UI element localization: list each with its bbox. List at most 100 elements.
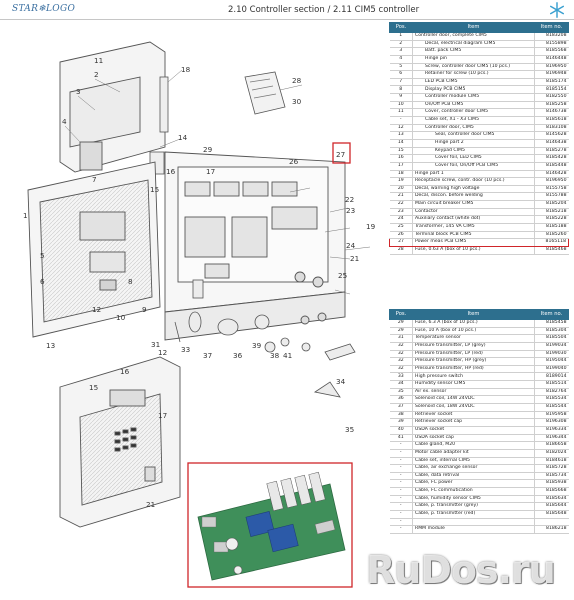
callout-label: 8 bbox=[128, 277, 133, 286]
cell-pos: 27 bbox=[389, 238, 413, 247]
cell-pos: 35 bbox=[389, 388, 413, 397]
cell-item: Cable, FC commutication bbox=[412, 487, 535, 496]
callout-label: 15 bbox=[150, 185, 159, 194]
cell-item: Transformer, 145 VA CIM5 bbox=[412, 223, 535, 232]
table-row: -Cable, p. transmitter (grey)8185644 bbox=[389, 502, 569, 511]
cell-item: Controller door, CIM5 bbox=[412, 124, 535, 133]
table-row: - bbox=[389, 518, 569, 527]
cell-item-no: 8182024 bbox=[534, 449, 569, 458]
column-header-pos: Pos. bbox=[389, 309, 413, 320]
leader-lines bbox=[64, 69, 371, 295]
cell-item-no: 8185448 bbox=[534, 162, 569, 171]
cell-item-no: 8146428 bbox=[534, 170, 569, 179]
cell-item bbox=[412, 518, 535, 527]
cell-pos: - bbox=[389, 518, 413, 527]
cell-item: Cable, p. transmitter (red) bbox=[412, 510, 535, 519]
door-keypad-drawing bbox=[59, 356, 181, 528]
column-header-item: Item bbox=[412, 309, 535, 320]
cell-item: Batt. pack CIM5 bbox=[412, 47, 535, 56]
cell-pos: - bbox=[389, 457, 413, 466]
watermark-text: RuDos.ru bbox=[366, 548, 556, 592]
cell-pos: 17 bbox=[389, 162, 413, 171]
cell-pos: 4 bbox=[389, 55, 413, 64]
cell-item-no: 8185278 bbox=[534, 147, 569, 156]
cell-pos: 12 bbox=[389, 124, 413, 133]
cell-item-no: 8186218 bbox=[534, 525, 569, 534]
cell-item-no: 8146738 bbox=[534, 108, 569, 118]
cell-item-no: 8155758 bbox=[534, 185, 569, 194]
cell-pos: 21 bbox=[389, 192, 413, 202]
cell-item-no: 8196308 bbox=[534, 418, 569, 427]
cell-item: Solenoid coil, 14W 24VDC bbox=[412, 395, 535, 405]
cell-item: Cable, humidity sensor CIM5 bbox=[412, 495, 535, 504]
cell-item: Seal, controller door CIM5 bbox=[412, 131, 535, 140]
cell-pos: 34 bbox=[389, 380, 413, 389]
cell-item: On/Off PCB CIM5 bbox=[412, 101, 535, 110]
cell-item: Contactor bbox=[412, 208, 535, 217]
callout-label: 25 bbox=[338, 271, 347, 280]
cell-pos: - bbox=[389, 495, 413, 504]
callout-label: 6 bbox=[40, 277, 45, 286]
callout-label: 12 bbox=[158, 348, 167, 357]
cell-item: Air ex. sensor bbox=[412, 388, 535, 397]
table-header-row: Pos. Item Item no. bbox=[389, 309, 569, 320]
cell-item-no: 8186658 bbox=[534, 441, 569, 450]
cell-pos: 9 bbox=[389, 93, 413, 102]
cell-item: Retriever socket bbox=[412, 411, 535, 420]
cell-item: Solenoid coil, 18W 24VDC bbox=[412, 403, 535, 412]
callout-label: 16 bbox=[120, 367, 130, 376]
cell-item: Fuse, 6.3 A (box of 10 pcs.) bbox=[412, 319, 535, 328]
cell-pos: 32 bbox=[389, 365, 413, 374]
cell-item: Controller module CIM5 bbox=[412, 93, 535, 102]
cell-pos: - bbox=[389, 464, 413, 473]
cell-pos: 5 bbox=[389, 63, 413, 72]
cell-item-no: 8183208 bbox=[534, 32, 569, 41]
cell-item-no: 8185228 bbox=[534, 215, 569, 224]
cell-item-no: 8185644 bbox=[534, 502, 569, 511]
callout-label: 15 bbox=[89, 383, 98, 392]
cell-item: Retainer for screw (10 pcs.) bbox=[412, 70, 535, 79]
cell-item: Terminal block PCB CIM5 bbox=[412, 231, 535, 240]
cell-pos: - bbox=[389, 487, 413, 496]
cell-item: Display PCB CIM5 bbox=[412, 85, 535, 95]
cell-item-no: 8199040 bbox=[534, 365, 569, 374]
cell-item-no: 8196950 bbox=[534, 63, 569, 72]
cell-item: Cover, controller door CIM5 bbox=[412, 108, 535, 118]
callout-label: 13 bbox=[46, 341, 55, 350]
cell-item: Decal, warning high voltage bbox=[412, 185, 535, 194]
cell-item: Temperature sensor bbox=[412, 334, 535, 343]
cell-pos: 23 bbox=[389, 208, 413, 217]
callout-label: 17 bbox=[158, 411, 167, 420]
callout-label: 21 bbox=[146, 500, 155, 509]
cell-item: USDA socket cap bbox=[412, 434, 535, 443]
cell-pos: 37 bbox=[389, 403, 413, 412]
fuse-pcb-drawing bbox=[244, 71, 286, 115]
cell-item-no: 8185634 bbox=[534, 495, 569, 504]
cell-item-no: 8199034 bbox=[534, 342, 569, 351]
cell-item-no: 8146438 bbox=[534, 139, 569, 148]
cell-item-no: 8195958 bbox=[534, 411, 569, 420]
cell-item: Hinge pin bbox=[412, 55, 535, 64]
cell-pos: 16 bbox=[389, 154, 413, 163]
cell-item: Cable set, X1 - X3 CIM5 bbox=[412, 116, 535, 125]
cell-item-no: 8185938 bbox=[534, 479, 569, 489]
